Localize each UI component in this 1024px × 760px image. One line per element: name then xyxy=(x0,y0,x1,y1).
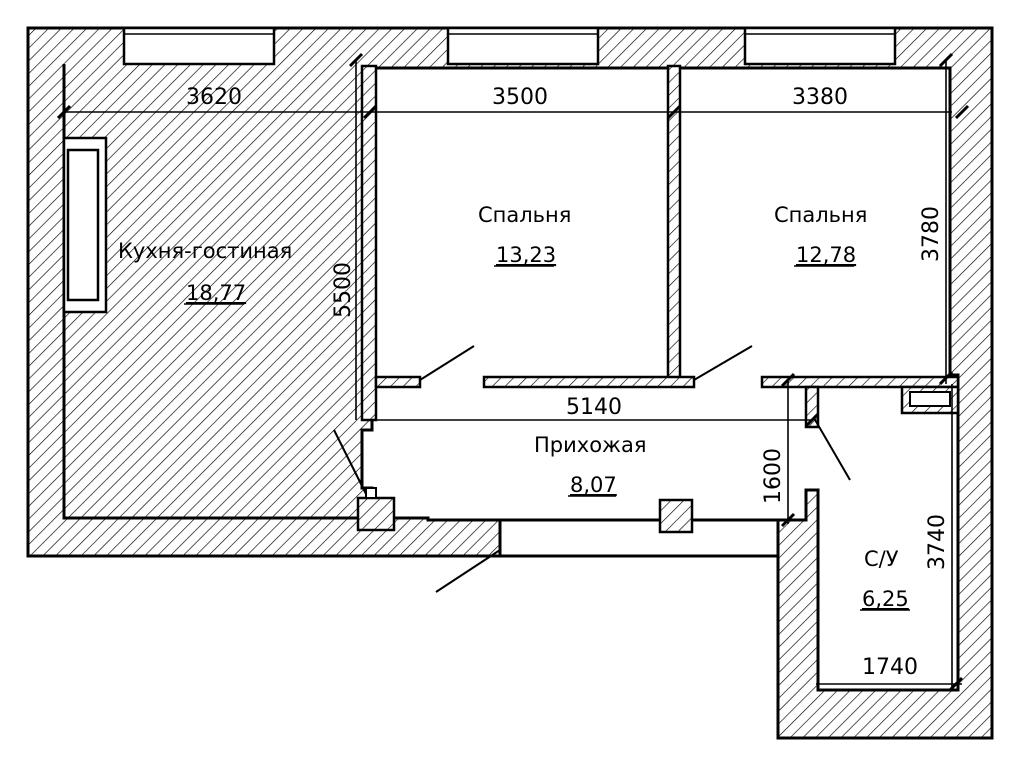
wall-bedroom2-hall xyxy=(760,375,960,389)
room-bedroom1-name: Спальня xyxy=(478,203,571,227)
room-kitchen-name: Кухня-гостиная xyxy=(118,239,292,263)
door-entrance xyxy=(435,549,501,593)
dim-kitchen-depth: 5500 xyxy=(331,262,356,318)
shaft-kitchen xyxy=(356,496,396,532)
dim-hall-width: 1600 xyxy=(761,448,786,504)
room-kitchen-area: 18,77 xyxy=(186,281,246,305)
dim-bedroom1-width: 3500 xyxy=(492,85,548,110)
door-bedroom1 xyxy=(419,345,475,381)
dim-bath-width: 1740 xyxy=(862,655,918,680)
shaft-hall xyxy=(658,498,694,534)
dimension-lines xyxy=(56,52,970,692)
dim-kitchen-width: 3620 xyxy=(186,85,242,110)
door-bedroom2 xyxy=(693,345,753,381)
dim-bath-depth: 3740 xyxy=(925,514,950,570)
room-hall-area: 8,07 xyxy=(570,473,617,497)
shaft-kitchen-top xyxy=(365,487,377,499)
room-bedroom1-area: 13,23 xyxy=(496,243,556,267)
room-bath-name: С/У xyxy=(864,547,899,571)
door-kitchen xyxy=(333,429,367,495)
room-hall-name: Прихожая xyxy=(534,433,646,457)
room-bath-area: 6,25 xyxy=(862,587,909,611)
wall-bedroom1-hall-left xyxy=(374,375,422,389)
room-bedroom2-name: Спальня xyxy=(774,203,867,227)
kitchen-counter-inner xyxy=(66,148,100,302)
wall-bedroom1-hall-right xyxy=(482,375,696,389)
bath-vent-inner xyxy=(909,391,951,407)
room-bedroom2-area: 12,78 xyxy=(796,243,856,267)
wall-kitchen-bedroom xyxy=(360,64,378,422)
dim-bedroom2-depth: 3780 xyxy=(919,206,944,262)
dim-hall-length: 5140 xyxy=(566,395,622,420)
door-bath xyxy=(813,417,851,481)
dim-bedroom2-width: 3380 xyxy=(792,85,848,110)
